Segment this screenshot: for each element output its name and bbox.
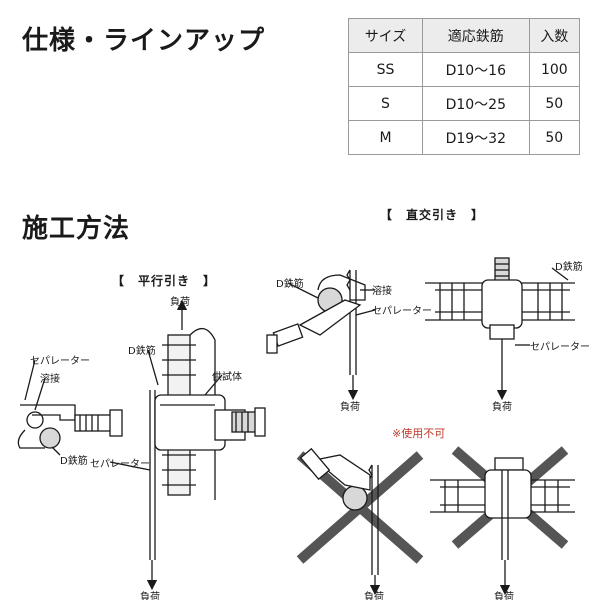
- label-separator-cross-right: セパレーター: [530, 342, 590, 353]
- header-rebar: 適応鉄筋: [421, 18, 530, 53]
- cell-rebar: D10～25: [421, 86, 530, 121]
- label-load-bottom-parallel: 負荷: [140, 592, 160, 600]
- label-d-rebar-cross-right: D鉄筋: [555, 262, 583, 273]
- label-separator-left: セパレーター: [30, 356, 90, 367]
- label-load-top-parallel: 負荷: [170, 297, 190, 308]
- label-separator-parallel: セパレーター: [90, 459, 150, 470]
- method-title: 施工方法: [22, 214, 131, 244]
- spec-table: サイズ 適応鉄筋 入数 SS D10～16 100 S D10～25 50 M …: [348, 18, 581, 155]
- cell-rebar: D10～16: [421, 52, 530, 87]
- label-weld-left: 溶接: [40, 374, 60, 385]
- header-size: サイズ: [348, 18, 423, 53]
- cross-pull-diagram-right: [425, 257, 575, 401]
- parallel-pull-diagram: [17, 299, 266, 591]
- label-separator-cross: セパレーター: [372, 306, 432, 317]
- cell-rebar: D19～32: [421, 120, 530, 155]
- cell-size: M: [348, 120, 423, 155]
- header-quantity: 入数: [528, 18, 581, 53]
- table-row: S D10～25 50: [348, 86, 581, 121]
- label-load-notuse-right: 負荷: [494, 592, 514, 600]
- table-row: SS D10～16 100: [348, 52, 581, 87]
- cell-quantity: 100: [528, 52, 581, 87]
- label-specimen: 供試体: [212, 372, 242, 383]
- label-load-notuse-left: 負荷: [364, 592, 384, 600]
- lineup-title: 仕様・ラインアップ: [22, 26, 266, 56]
- label-d-rebar-parallel: D鉄筋: [128, 346, 156, 357]
- label-d-rebar-cross: D鉄筋: [276, 279, 304, 290]
- parallel-pull-title: 【 平行引き 】: [112, 274, 217, 288]
- cell-size: SS: [348, 52, 423, 87]
- not-usable-diagram-left: [296, 447, 424, 596]
- label-load-cross-left: 負荷: [340, 402, 360, 413]
- label-load-cross-right: 負荷: [492, 402, 512, 413]
- not-usable-note: ※使用不可: [392, 427, 446, 440]
- table-row: M D19～32 50: [348, 120, 581, 155]
- cross-pull-title: 【 直交引き 】: [380, 208, 485, 222]
- label-d-rebar-left: D鉄筋: [60, 456, 88, 467]
- label-weld-cross: 溶接: [372, 286, 392, 297]
- cross-pull-diagram-left: [266, 269, 376, 401]
- cell-size: S: [348, 86, 423, 121]
- cell-quantity: 50: [528, 120, 581, 155]
- table-header-row: サイズ 適応鉄筋 入数: [348, 18, 581, 53]
- cell-quantity: 50: [528, 86, 581, 121]
- not-usable-diagram-right: [430, 446, 575, 596]
